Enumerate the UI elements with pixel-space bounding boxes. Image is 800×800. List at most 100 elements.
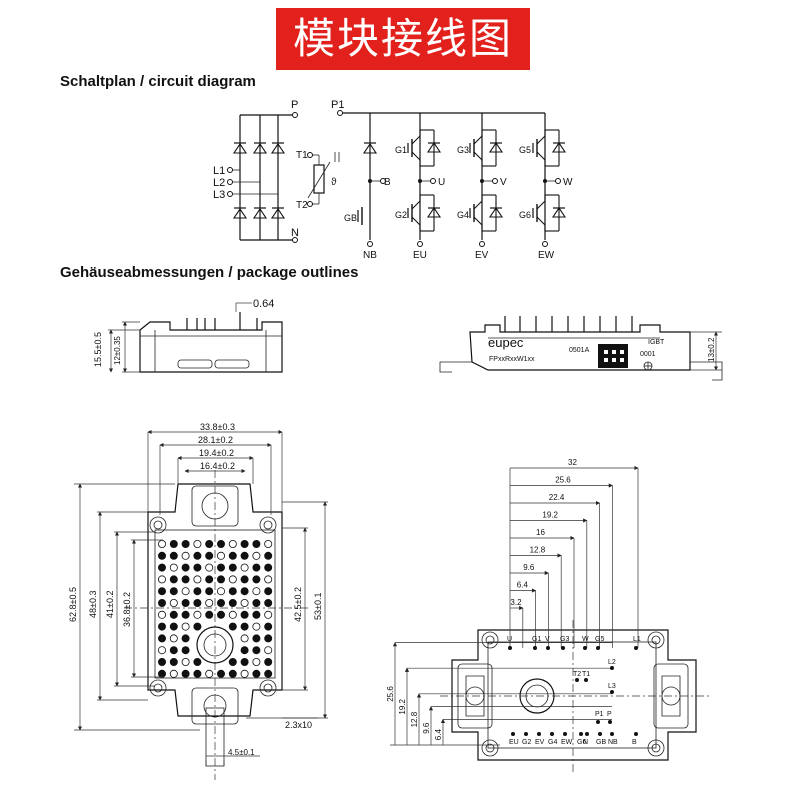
pin-hole <box>157 658 166 667</box>
pin-hole <box>240 658 249 667</box>
pin-hole <box>228 658 237 667</box>
pin-hole <box>216 551 225 560</box>
pin-hole <box>169 610 178 619</box>
pin-hole <box>240 610 249 619</box>
pin-hole <box>264 634 273 643</box>
pin-hole <box>228 622 237 631</box>
circuit-diagram: L1 L2 L3 P N T1 T2 ϑ P1 <box>213 99 573 261</box>
pin-hole <box>240 563 249 572</box>
pin-hole <box>181 563 190 572</box>
pin-hole <box>252 658 261 667</box>
x-dimension-label: 12.8 <box>530 546 546 555</box>
pin-hole <box>157 610 166 619</box>
y-dimension-label: 12.8 <box>410 711 419 727</box>
pin-hole <box>157 634 166 643</box>
pin-hole <box>216 599 225 608</box>
gate-label-g6: G6 <box>519 210 531 220</box>
inverter-leg-v: V G3 G4 EV <box>457 113 507 261</box>
left-height-dim: 15.5±0.5 <box>93 332 103 367</box>
emitter-label-ew: EW <box>538 250 555 261</box>
pin-hole <box>169 575 178 584</box>
pin-mark <box>561 646 565 650</box>
pin-hole <box>169 599 178 608</box>
hole-pattern-dim: 2.3x10 <box>285 720 312 730</box>
right-inner-height-dim: 42.5±0.2 <box>293 587 303 622</box>
pin-hole <box>193 610 202 619</box>
pin-mark <box>579 732 583 736</box>
x-dimension-label: 9.6 <box>523 563 535 572</box>
pin-hole <box>228 599 237 608</box>
pin-hole <box>157 575 166 584</box>
input-label-l2: L2 <box>213 177 225 189</box>
pin-hole <box>181 540 190 549</box>
pin-mark <box>634 732 638 736</box>
pin-hole <box>181 658 190 667</box>
pin-hole <box>216 563 225 572</box>
pin-hole <box>169 622 178 631</box>
pin-mark <box>610 732 614 736</box>
pin-hole <box>228 575 237 584</box>
inverter-leg-w: W G5 G6 EW <box>519 113 573 261</box>
pin-hole <box>228 563 237 572</box>
pin-label-bottom: N <box>583 739 588 746</box>
emitter-label-eu: EU <box>413 250 427 261</box>
y-dimension-label: 19.2 <box>398 698 407 714</box>
pin-hole <box>181 669 190 678</box>
pin-hole <box>240 587 249 596</box>
pin-hole <box>228 540 237 549</box>
pin-hole <box>264 622 273 631</box>
outer-width-dim: 33.8±0.3 <box>200 422 235 432</box>
brake-label-b: B <box>384 177 391 188</box>
pin-mark <box>585 732 589 736</box>
pin-hole <box>264 610 273 619</box>
rail-label-p: P <box>291 99 298 111</box>
y-dimension-lines: 25.619.212.89.66.4 <box>386 642 612 746</box>
pin-hole <box>181 634 190 643</box>
pin-hole <box>157 646 166 655</box>
temperature-symbol: ϑ <box>331 177 337 188</box>
side-view-right: eupec FPxxRxxW1xx 0501A IGBT 0001 13±0.2 <box>439 316 723 381</box>
serial-label: 0001 <box>640 351 656 358</box>
output-label-u: U <box>438 177 445 188</box>
x-dimension-label: 6.4 <box>517 581 529 590</box>
pin-hole <box>252 563 261 572</box>
pin-hole <box>264 646 273 655</box>
pin-hole <box>240 599 249 608</box>
pin-label-bottom: G6 <box>577 739 586 746</box>
gate-label-g5: G5 <box>519 145 531 155</box>
inner-height-dim: 41±0.2 <box>105 591 115 618</box>
left-inner-height-dim: 12±0.35 <box>113 336 122 365</box>
pin-hole <box>252 575 261 584</box>
pin-mark <box>533 646 537 650</box>
input-label-l1: L1 <box>213 165 225 177</box>
pin-hole <box>193 540 202 549</box>
pin-hole <box>169 540 178 549</box>
pin-hole <box>193 669 202 678</box>
pin-mark <box>537 732 541 736</box>
pin-hole <box>240 634 249 643</box>
pin-hole <box>157 622 166 631</box>
pin-hole <box>252 587 261 596</box>
pin-hole <box>193 622 202 631</box>
gate-label-g2: G2 <box>395 210 407 220</box>
pin-label-rail: P <box>607 711 612 718</box>
pin-mark <box>546 646 550 650</box>
inner-width-dim: 19.4±0.2 <box>199 448 234 458</box>
ntc-label-t2: T2 <box>296 200 308 211</box>
pin-hole <box>181 575 190 584</box>
slot-width-dim: 16.4±0.2 <box>200 461 235 471</box>
batch-code-label: 0501A <box>569 347 590 354</box>
x-dimension-label: 3.2 <box>510 598 522 607</box>
pin-label-rail: P1 <box>595 711 604 718</box>
pin-hole <box>205 551 214 560</box>
pin-label-mid: L2 <box>608 659 616 666</box>
pin-hole <box>193 658 202 667</box>
pin-hole <box>228 610 237 619</box>
pin-mark <box>598 732 602 736</box>
right-outer-height-dim: 53±0.1 <box>313 593 323 620</box>
pin-label-top: V <box>545 636 550 643</box>
pin-hole <box>216 669 225 678</box>
circuit-diagram-heading: Schaltplan / circuit diagram <box>60 73 256 90</box>
